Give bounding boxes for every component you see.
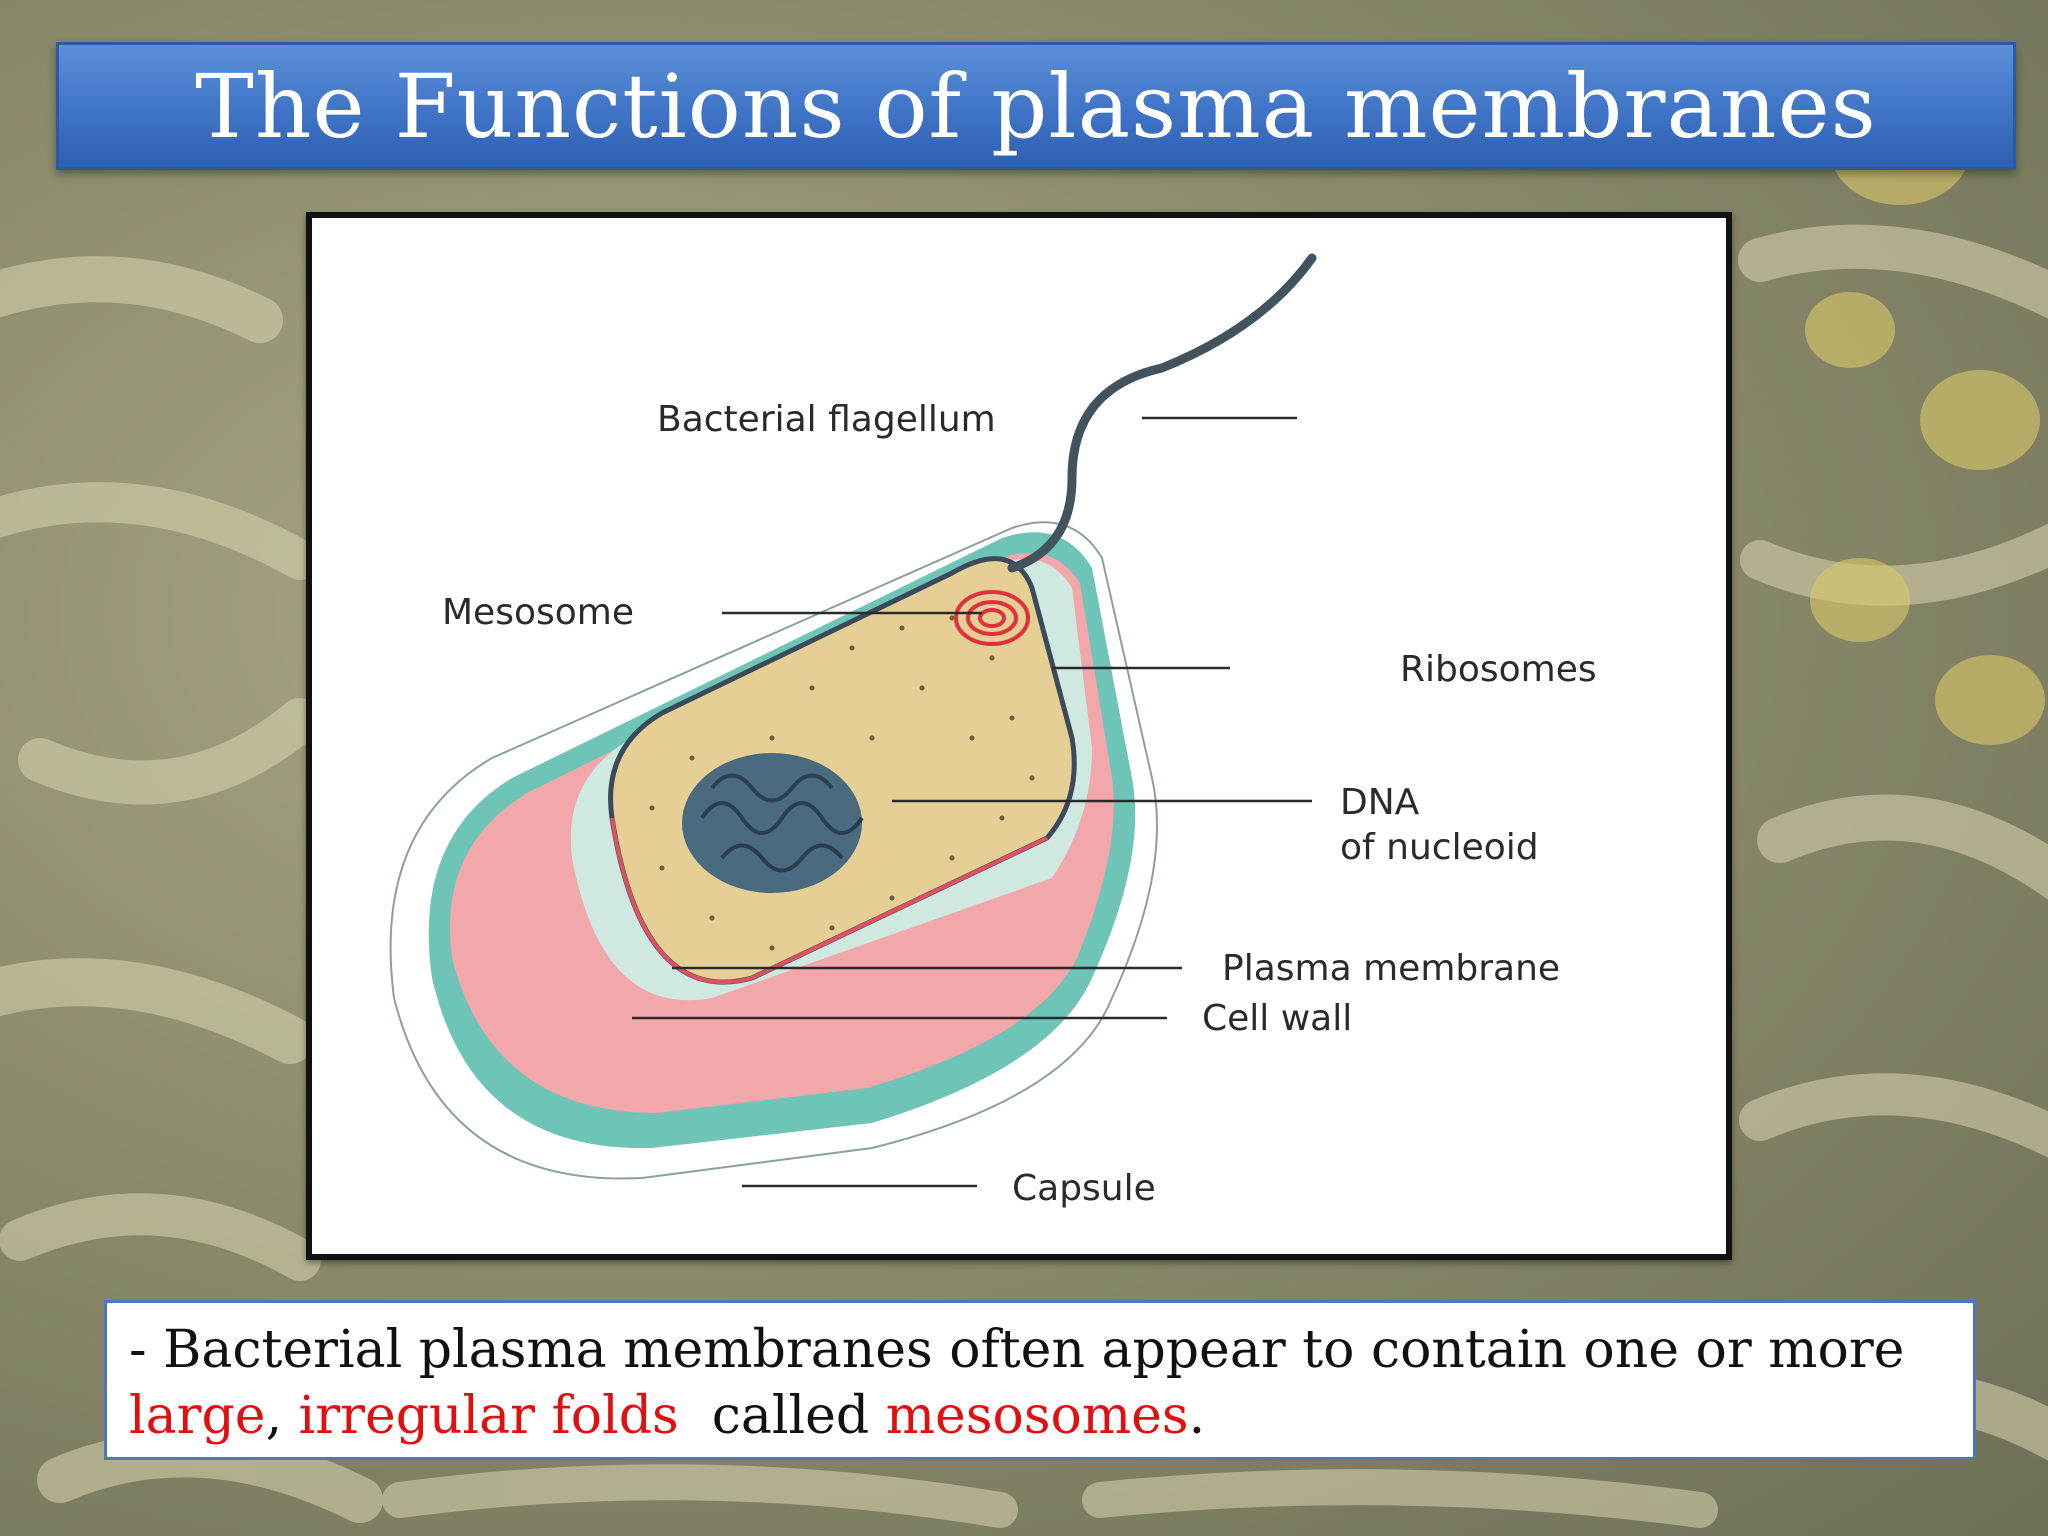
caption-highlight-irregular: irregular folds — [298, 1386, 679, 1446]
flagellum — [1007, 253, 1317, 573]
mesosome — [954, 590, 1030, 646]
caption-period: . — [1188, 1386, 1206, 1446]
plasma-membrane-line — [610, 817, 1048, 985]
title-bar: The Functions of plasma membranes — [56, 42, 2016, 170]
label-plasma-membrane: Plasma membrane — [1222, 948, 1560, 989]
bacterium-diagram: Bacterial flagellum Mesosome Ribosomes D… — [306, 212, 1732, 1260]
ribosomes — [649, 615, 1035, 951]
label-nucleoid: of nucleoid — [1340, 827, 1539, 868]
caption-called: called — [678, 1386, 886, 1446]
label-dna: DNA — [1340, 782, 1420, 823]
slide-title: The Functions of plasma membranes — [195, 54, 1877, 158]
label-cell-wall: Cell wall — [1202, 998, 1352, 1039]
caption-highlight-large: large — [129, 1386, 266, 1446]
label-flagellum: Bacterial flagellum — [657, 399, 996, 440]
caption-text-1: Bacterial plasma membranes often appear … — [163, 1320, 1905, 1380]
label-mesosome: Mesosome — [442, 592, 634, 633]
leader-lines — [632, 416, 1312, 1188]
label-ribosomes: Ribosomes — [1400, 649, 1597, 690]
bacterium-illustration: Bacterial flagellum Mesosome Ribosomes D… — [389, 253, 1597, 1209]
dna-nucleoid — [682, 753, 864, 893]
label-capsule: Capsule — [1012, 1168, 1156, 1209]
caption-dash: - — [129, 1320, 164, 1380]
caption-comma: , — [265, 1386, 299, 1446]
caption-highlight-mesosomes: mesosomes — [885, 1386, 1189, 1446]
caption-box: - Bacterial plasma membranes often appea… — [104, 1300, 1976, 1460]
